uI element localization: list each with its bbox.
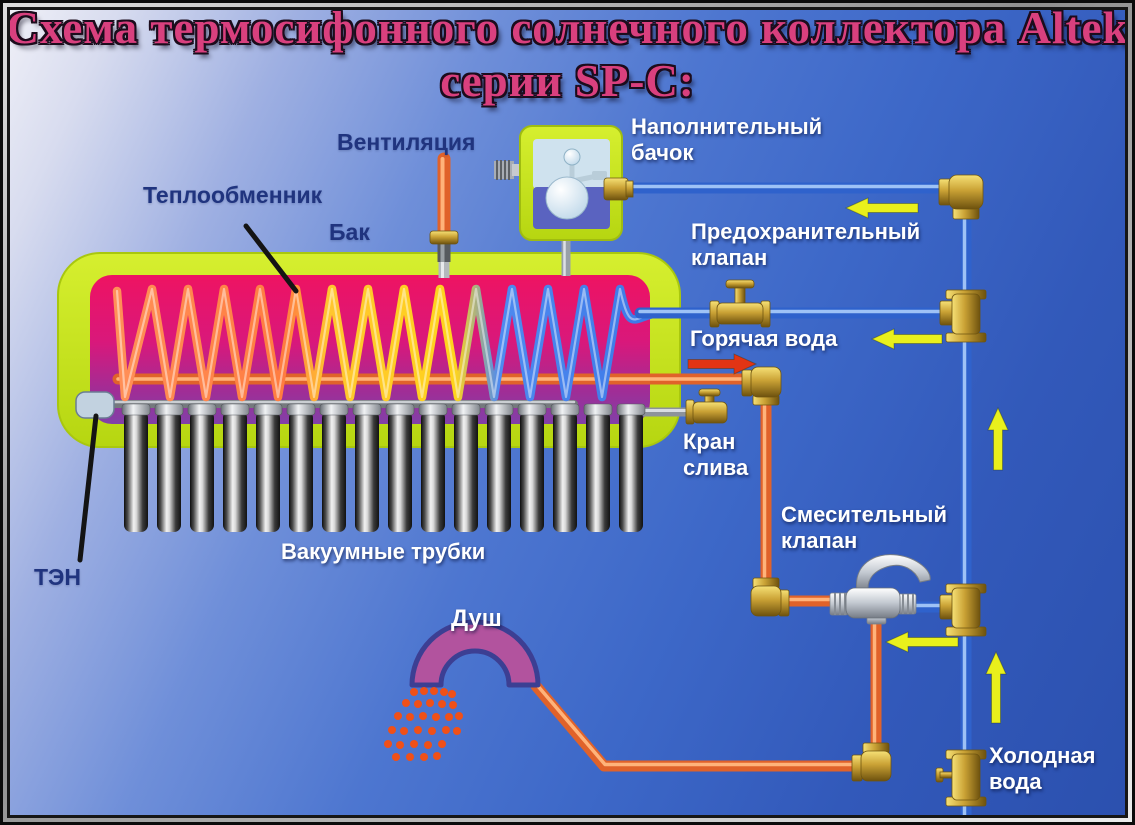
- pipe-tee-hot-line: [939, 289, 987, 343]
- solar-collector-diagram: Схема термосифонного солнечного коллекто…: [7, 7, 1128, 815]
- label-heat-exchanger: Теплообменник: [143, 182, 323, 208]
- label-heating-element: ТЭН: [34, 564, 82, 590]
- label-tank: Бак: [329, 219, 370, 245]
- frame-bevel: Схема термосифонного солнечного коллекто…: [3, 3, 1132, 822]
- label-cold-water: Холодная вода: [989, 743, 1096, 794]
- label-shower: Душ: [451, 605, 502, 632]
- cold-water-piping: [620, 182, 972, 815]
- pipe-elbow-top-right: [938, 174, 984, 220]
- flow-arrows: [687, 197, 1009, 724]
- diagram-canvas: [57, 125, 1009, 815]
- drain-valve: [685, 388, 728, 425]
- label-ventilation: Вентиляция: [337, 129, 476, 155]
- label-hot-water: Горячая вода: [690, 326, 838, 351]
- annotation-lines: [77, 223, 299, 563]
- heat-exchanger-coil: [112, 284, 663, 402]
- vacuum-tubes: [121, 403, 646, 532]
- shower-spray: [384, 687, 463, 761]
- shower-head: [409, 619, 541, 688]
- label-safety-valve: Предохранительный клапан: [691, 219, 921, 270]
- title-line-1: Схема термосифонного солнечного коллекто…: [7, 7, 1128, 53]
- pipe-tee-mixer-line: [939, 583, 987, 637]
- label-mixing-valve: Смесительный клапан: [781, 502, 947, 553]
- heat-exchanger-pointer: [243, 223, 299, 294]
- service-pipes: [437, 152, 705, 417]
- pipe-elbow-mixer-in: [750, 577, 790, 617]
- label-vacuum-tubes: Вакуумные трубки: [281, 539, 486, 564]
- label-filling-tank: Наполнительный бачок: [631, 114, 823, 165]
- vent-pipe-coupling: [429, 230, 459, 245]
- title-line-2: серии SP-C:: [440, 56, 695, 106]
- pipe-elbow-hot-out: [741, 366, 782, 406]
- float-ball: [545, 176, 589, 220]
- mixing-valve: [829, 554, 931, 625]
- brass-fittings: [429, 174, 987, 807]
- cold-water-valve: [935, 749, 987, 807]
- page-title: Схема термосифонного солнечного коллекто…: [7, 7, 1128, 108]
- shower: [384, 619, 541, 761]
- label-drain-valve: Кран слива: [683, 429, 749, 480]
- filling-tank: [494, 125, 634, 241]
- heating-element-pointer: [77, 413, 99, 563]
- safety-valve: [709, 279, 771, 328]
- pipe-elbow-shower-line: [851, 742, 892, 782]
- hot-water-piping: [530, 366, 892, 782]
